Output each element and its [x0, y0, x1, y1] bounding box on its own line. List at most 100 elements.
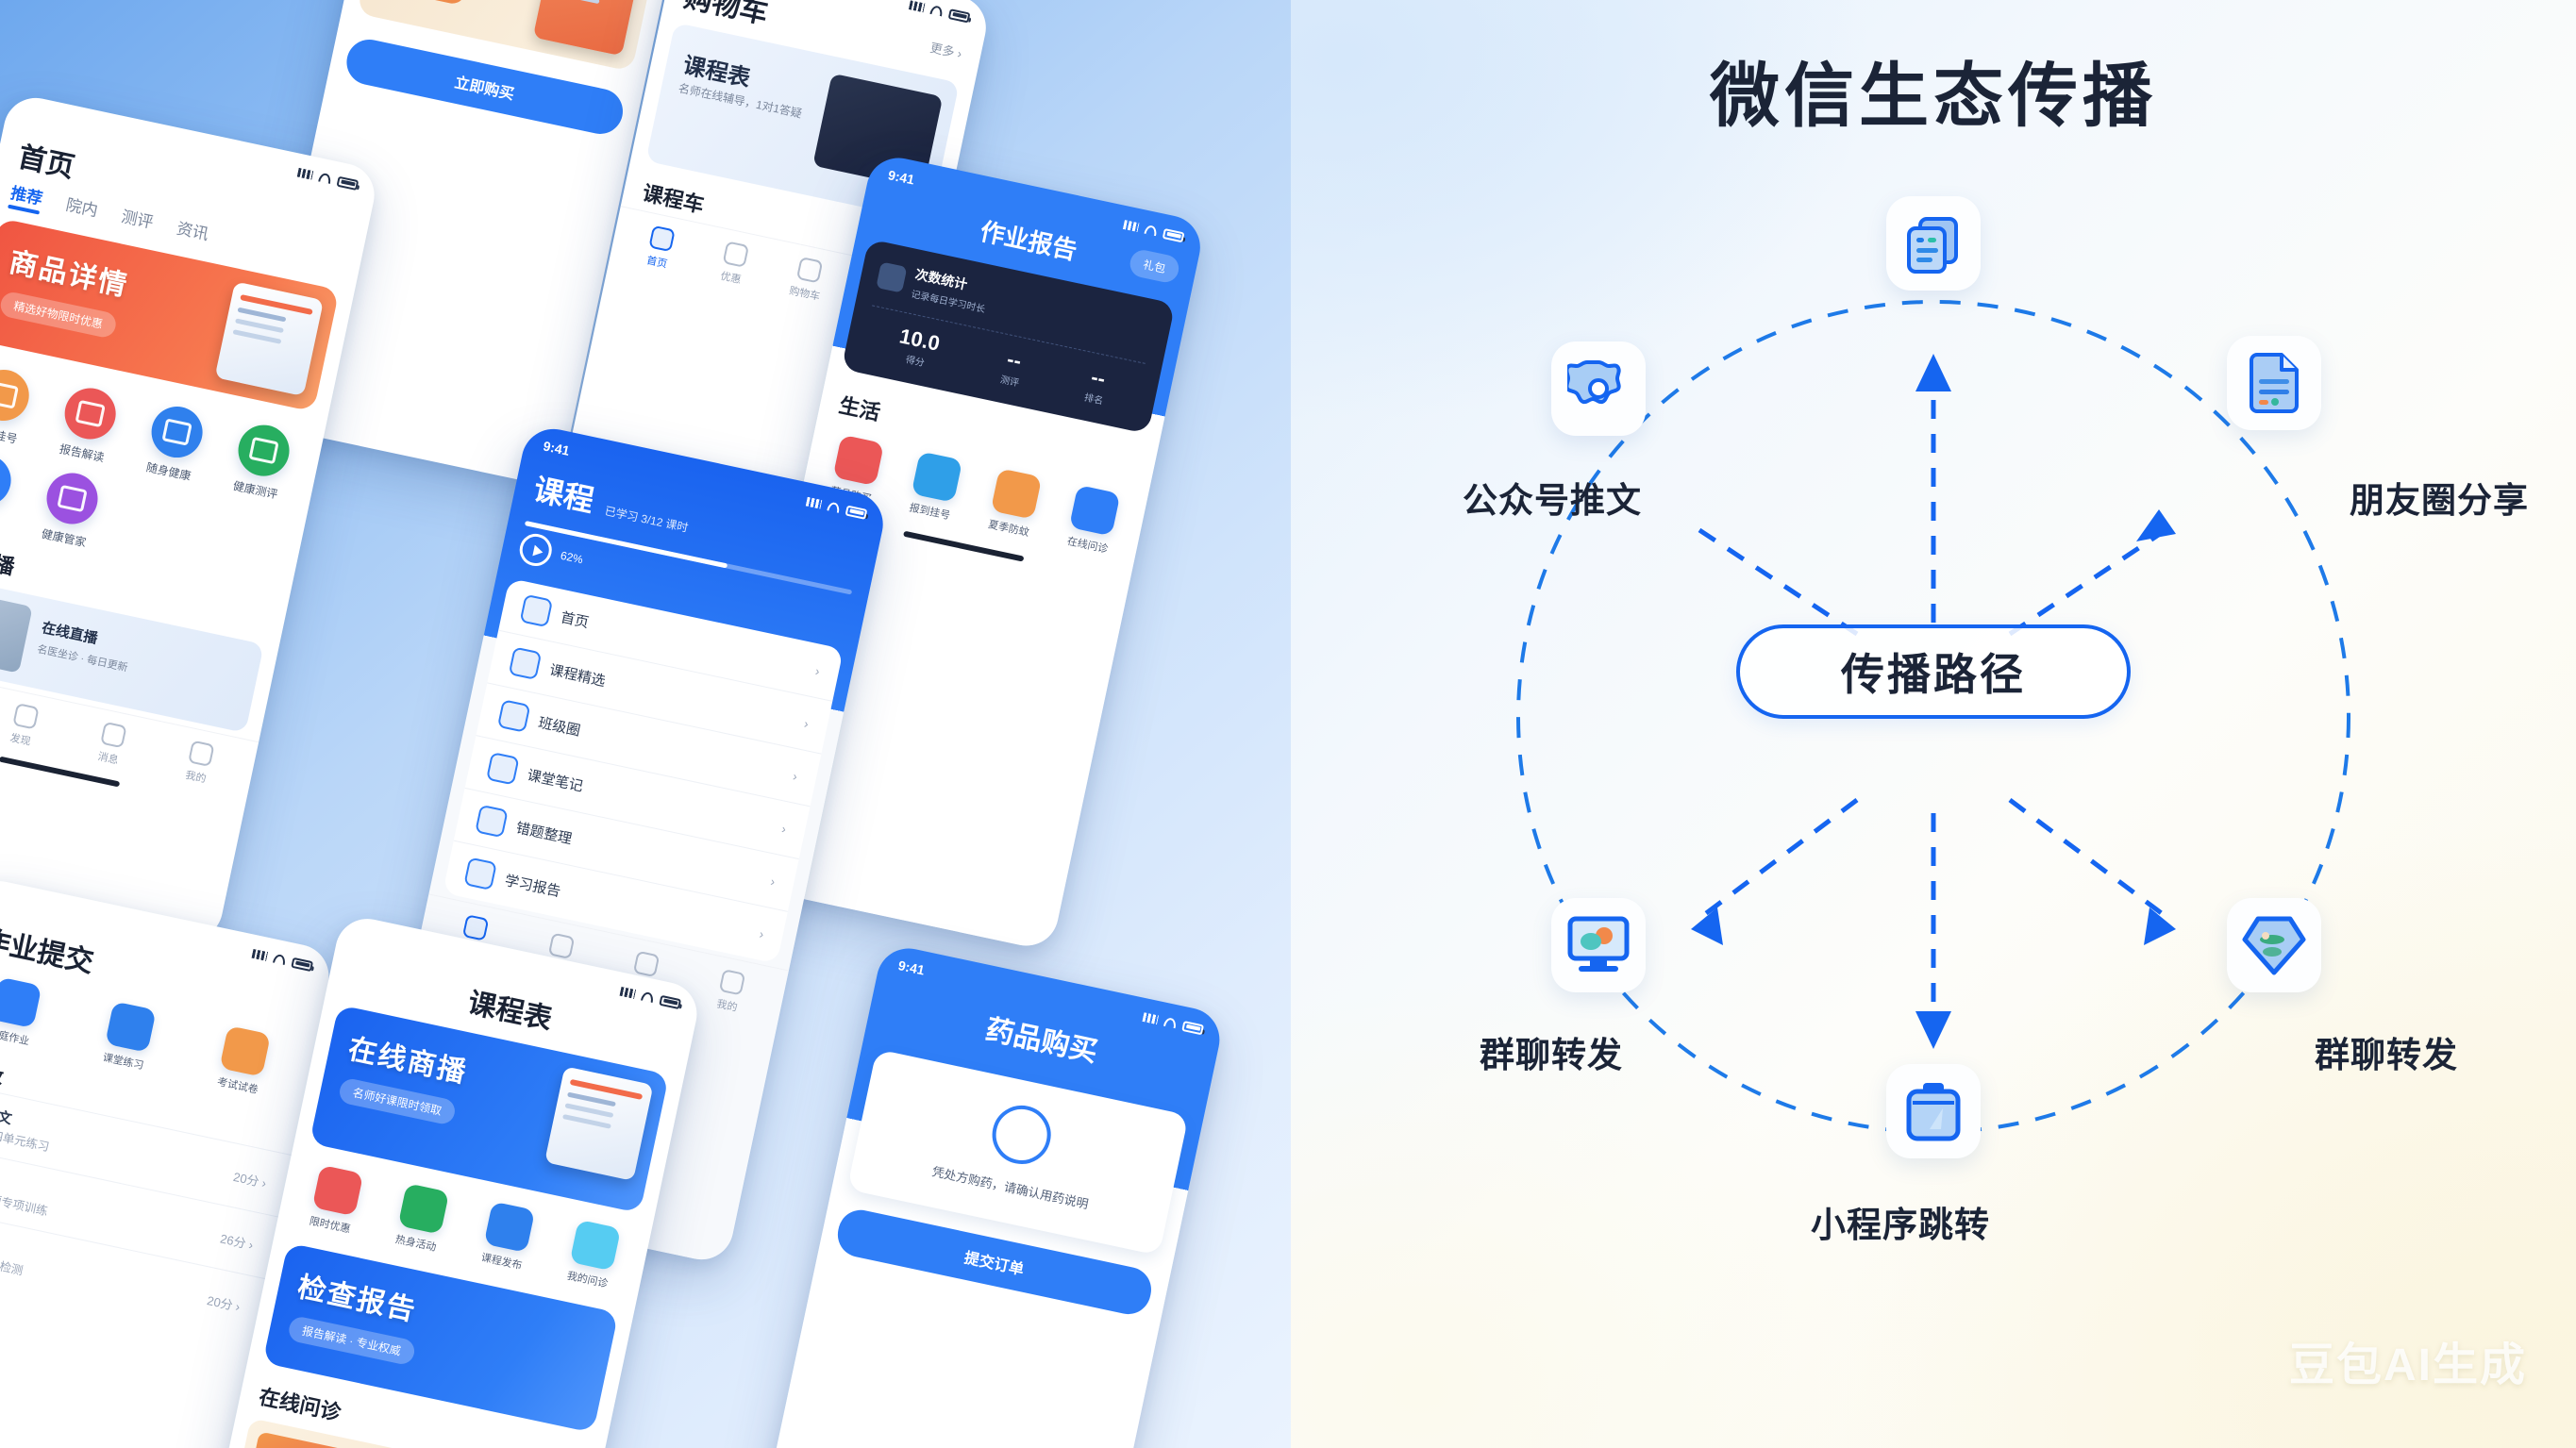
tab-item[interactable]: 首页	[619, 220, 702, 277]
connector-to-top-left	[1695, 525, 1859, 637]
center-node-propagation-path[interactable]: 传播路径	[1736, 624, 2131, 719]
tab-item[interactable]: 我的	[150, 733, 246, 793]
tab-assess[interactable]: 测评	[119, 208, 156, 232]
category-item[interactable]: 考试试卷	[186, 1019, 301, 1103]
tab-item[interactable]: 购物车	[766, 251, 849, 308]
connector-to-top-right	[2008, 525, 2170, 637]
tab-item[interactable]: 发现	[0, 696, 72, 757]
service-item[interactable]: 限时优惠	[292, 1161, 377, 1240]
signal-icon	[1122, 220, 1140, 233]
arrowhead-bottom-right	[2144, 907, 2176, 945]
card-thumbnail	[245, 1431, 360, 1448]
tab-item[interactable]: 我的	[683, 962, 778, 1022]
progress-value: 62%	[559, 548, 585, 567]
node-icon-official-account[interactable]	[1551, 341, 1646, 436]
tab-item[interactable]: 消息	[63, 714, 159, 774]
monitor-icon	[1567, 916, 1630, 972]
page-title: 课程	[530, 472, 597, 519]
arrowhead-top-right	[2136, 509, 2176, 541]
tab-recommend[interactable]: 推荐	[8, 179, 44, 209]
service-item[interactable]: 夏季防蚊	[974, 466, 1053, 542]
signal-icon	[296, 167, 314, 180]
page-title: 微信生态传播	[1710, 57, 2157, 135]
signal-icon	[251, 948, 269, 961]
signal-icon	[805, 496, 823, 509]
service-item[interactable]: 在线问诊	[1053, 482, 1132, 558]
status-time: 9:41	[886, 167, 916, 188]
connector-lines	[1695, 377, 2170, 1028]
node-icon-group-forward-monitor[interactable]	[1551, 898, 1646, 992]
arrow-heads	[1691, 354, 2176, 1049]
battery-icon	[291, 957, 314, 972]
battery-icon	[659, 994, 682, 1009]
hero-subtitle: 限时优惠价	[380, 0, 468, 7]
node-label-moments-share: 朋友圈分享	[2350, 481, 2529, 520]
center-node-label: 传播路径	[1841, 650, 2026, 699]
grid-item[interactable]: 随身健康	[125, 398, 224, 488]
flower-gear-icon	[1567, 360, 1621, 405]
node-label-group-forward-left: 群聊转发	[1480, 1036, 1623, 1074]
check-icon	[986, 1100, 1057, 1170]
wifi-icon	[1144, 224, 1159, 237]
gem-diamond-icon	[2242, 916, 2306, 975]
battery-icon	[1162, 227, 1185, 242]
arrowhead-bottom	[1915, 1011, 1951, 1049]
grid-item[interactable]: 健康测评	[212, 417, 310, 507]
battery-icon	[845, 505, 868, 520]
tab-inhospital[interactable]: 院内	[64, 195, 100, 221]
category-item[interactable]: 课堂练习	[71, 995, 186, 1079]
card-thumbnail	[0, 585, 33, 674]
watermark: 豆包AI生成	[2288, 1340, 2527, 1390]
wechat-ecosystem-diagram-panel: 微信生态传播	[1291, 0, 2576, 1448]
course-list: 首页› 课程精选› 班级圈› 课堂笔记› 错题整理› 学习报告›	[443, 577, 845, 964]
wifi-icon	[318, 172, 332, 185]
document-page-icon	[2250, 353, 2299, 413]
node-icon-group-forward-gem[interactable]	[2227, 898, 2321, 992]
status-time	[24, 107, 30, 122]
grid-item[interactable]: 报告解读	[39, 380, 137, 470]
node-label-group-forward-right: 群聊转发	[2315, 1036, 2458, 1074]
service-item[interactable]: 报到挂号	[895, 449, 975, 525]
phone-mockup-home: 首页 推荐 院内 测评 资讯 商品详情 精选好物限时优惠 预约挂号 报告解读 随…	[0, 92, 380, 946]
tab-news[interactable]: 资讯	[175, 219, 210, 244]
battery-icon	[947, 8, 971, 23]
grid-item[interactable]: 健康管家	[21, 465, 119, 555]
documents-stack-icon	[1907, 217, 1958, 274]
more-link[interactable]: 更多 ›	[928, 40, 963, 61]
card-desc: 名医坐诊 · 每日更新	[36, 643, 129, 674]
service-item[interactable]: 课程发布	[463, 1198, 549, 1276]
signal-icon	[1142, 1012, 1160, 1025]
connector-to-bottom-left	[1699, 798, 1859, 919]
hero-thumbnail	[214, 281, 325, 397]
gift-badge[interactable]: 礼包	[1127, 247, 1181, 285]
service-item[interactable]: 我的问诊	[549, 1216, 635, 1294]
stats-icon	[876, 261, 908, 293]
battery-icon	[336, 175, 360, 191]
page-subtitle: 已学习 3/12 课时	[603, 504, 690, 535]
signal-icon	[908, 0, 926, 13]
wifi-icon	[272, 953, 287, 966]
node-label-official-account: 公众号推文	[1463, 481, 1642, 520]
arrowhead-top	[1915, 354, 1951, 391]
wifi-icon	[1163, 1016, 1178, 1029]
phone-mockup-medicine: 9:41 药品购买 凭处方购药，请确认用药说明 提交订单	[746, 942, 1226, 1448]
wifi-icon	[640, 990, 655, 1004]
hero-thumbnail	[544, 1066, 654, 1181]
node-icon-documents-stack[interactable]	[1886, 196, 1981, 291]
battery-icon	[1181, 1020, 1205, 1035]
signal-icon	[619, 986, 637, 999]
node-icon-moments-share[interactable]	[2227, 336, 2321, 430]
play-icon[interactable]	[516, 530, 555, 570]
mini-program-icon	[1906, 1083, 1961, 1141]
wifi-icon	[929, 4, 945, 17]
wifi-icon	[827, 501, 841, 513]
node-icon-mini-program[interactable]	[1886, 1064, 1981, 1158]
status-time: 9:41	[896, 957, 927, 978]
service-item[interactable]: 热身活动	[377, 1180, 463, 1258]
status-time	[356, 928, 362, 943]
connector-to-bottom-right	[2008, 797, 2168, 920]
hero-thumbnail	[532, 0, 643, 57]
category-item[interactable]: 家庭作业	[0, 971, 72, 1055]
tab-item[interactable]: 优惠	[693, 236, 776, 293]
